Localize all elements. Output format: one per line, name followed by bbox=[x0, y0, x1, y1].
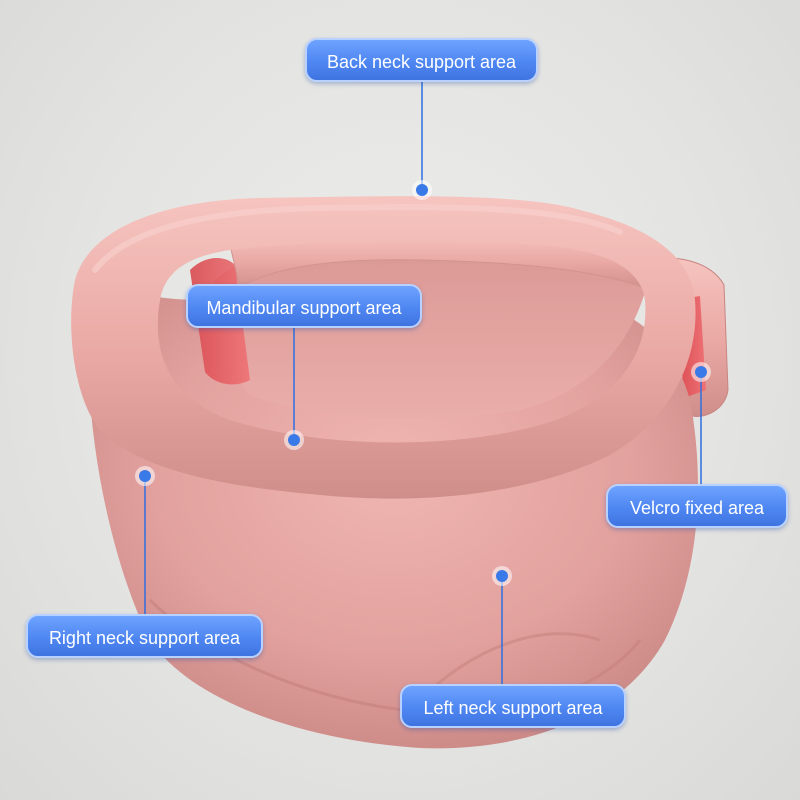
marker-left-core bbox=[496, 570, 508, 582]
callout-connectors bbox=[144, 82, 702, 684]
neck-collar-image bbox=[71, 196, 729, 749]
top-rim bbox=[71, 196, 696, 499]
left-pad-outline bbox=[418, 632, 601, 702]
left-neck-support-label: Left neck support area bbox=[400, 684, 626, 728]
inner-cavity bbox=[213, 227, 651, 419]
marker-mandibular-core bbox=[288, 434, 300, 446]
marker-velcro-core bbox=[695, 366, 707, 378]
velcro-fixed-label: Velcro fixed area bbox=[606, 484, 788, 528]
marker-right-core bbox=[139, 470, 151, 482]
mandibular-support-label: Mandibular support area bbox=[186, 284, 422, 328]
right-neck-support-label: Right neck support area bbox=[26, 614, 263, 658]
back-neck-support-label: Back neck support area bbox=[305, 38, 538, 82]
rim-highlight bbox=[92, 204, 623, 273]
callout-markers bbox=[135, 180, 711, 586]
marker-back-core bbox=[416, 184, 428, 196]
